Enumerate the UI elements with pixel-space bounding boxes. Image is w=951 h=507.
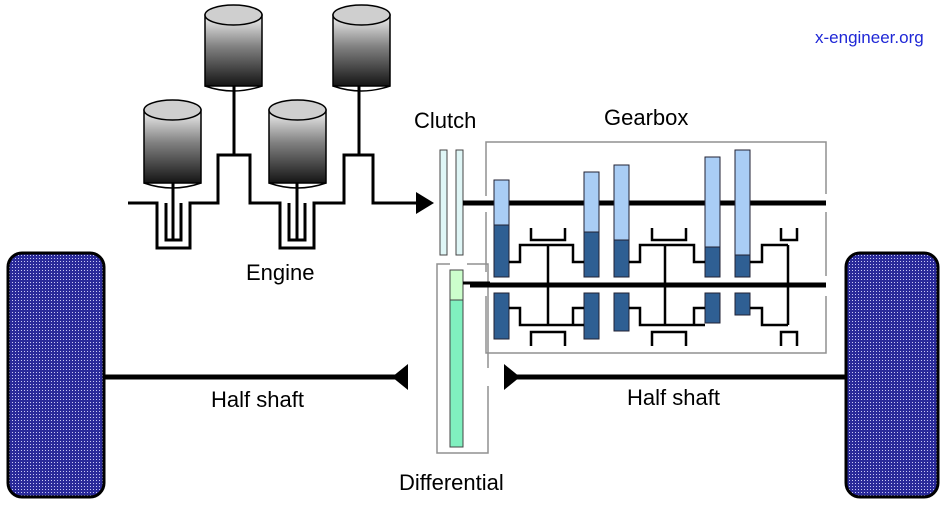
- synchronizer-3: [750, 228, 799, 346]
- differential-gear: [449, 299, 464, 448]
- engine-output-arrow: [416, 192, 434, 214]
- left-shaft-arrow: [392, 364, 408, 390]
- gearbox-label: Gearbox: [604, 105, 689, 130]
- clutch-plate-right: [455, 149, 464, 256]
- piston-3: [268, 99, 327, 189]
- left-wheel: [6, 251, 106, 499]
- gear-pair-1: [493, 179, 510, 340]
- differential-gear-top: [449, 269, 464, 301]
- piston-1: [143, 99, 202, 189]
- gearbox-housing: [485, 141, 827, 354]
- half-shaft-left-label: Half shaft: [211, 387, 304, 412]
- clutch-plate-left: [439, 149, 448, 256]
- gear-pair-5: [734, 149, 751, 316]
- clutch-label: Clutch: [414, 108, 477, 133]
- gear-pair-3: [613, 164, 630, 332]
- right-wheel: [844, 251, 940, 499]
- right-shaft-arrow: [504, 364, 520, 390]
- half-shaft-right-label: Half shaft: [627, 385, 720, 410]
- credit-text: x-engineer.org: [815, 28, 924, 47]
- synchronizer-2: [629, 228, 705, 346]
- gear-pair-4: [704, 156, 721, 324]
- gear-pair-2: [583, 171, 600, 340]
- differential-label: Differential: [399, 470, 504, 495]
- synchronizer-1: [509, 228, 584, 346]
- engine-label: Engine: [246, 260, 315, 285]
- piston-2: [204, 4, 263, 92]
- crankshaft: [128, 153, 395, 250]
- differential-housing: [436, 263, 489, 454]
- piston-4: [332, 4, 391, 92]
